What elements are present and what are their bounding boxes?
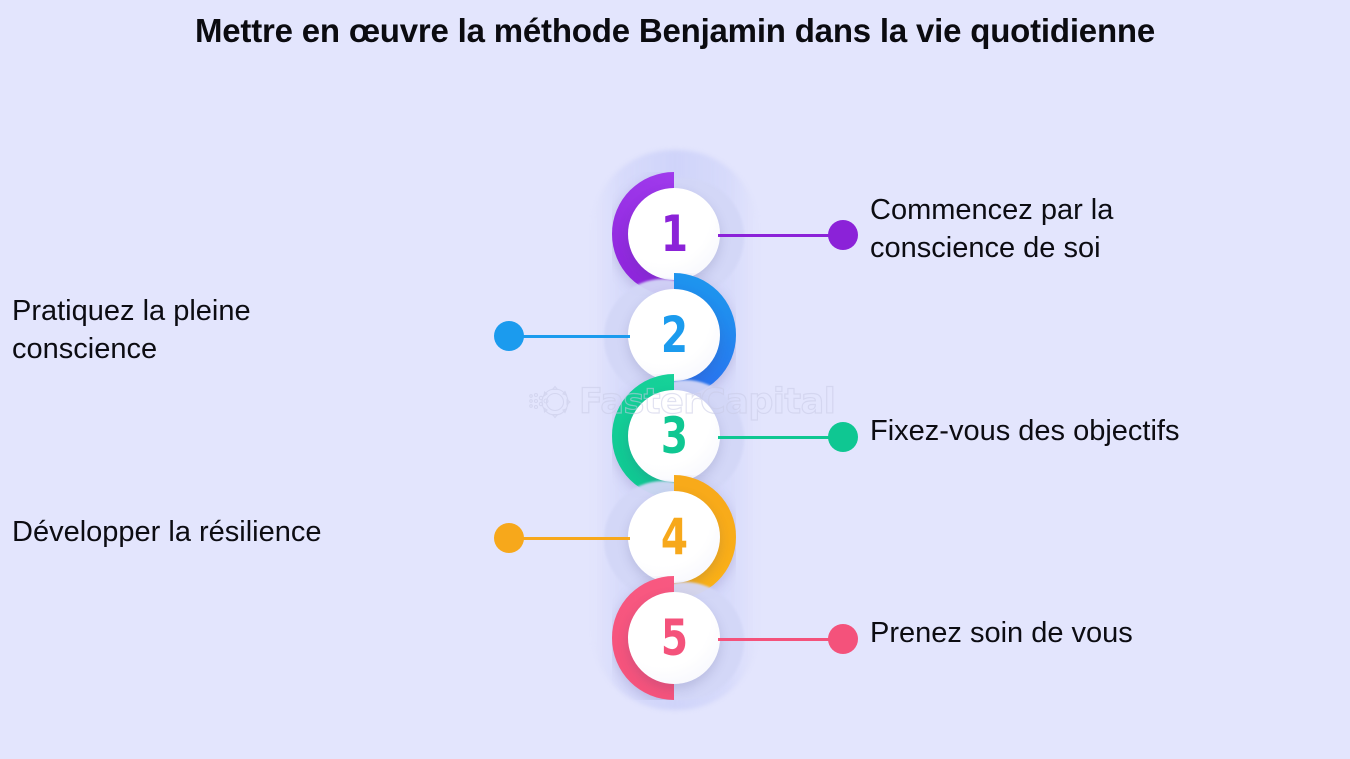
step-node-5[interactable]: 5 bbox=[612, 576, 744, 700]
step-label-5: Prenez soin de vous bbox=[870, 616, 1133, 649]
step-node-4[interactable]: 4 bbox=[604, 475, 736, 599]
step-disc: 4 bbox=[628, 491, 720, 583]
step-disc: 3 bbox=[628, 390, 720, 482]
step-node-3[interactable]: 3 bbox=[612, 374, 744, 498]
step-label-2: Pratiquez la pleine conscience bbox=[12, 294, 251, 366]
step-disc: 5 bbox=[628, 592, 720, 684]
step-dot[interactable] bbox=[828, 220, 858, 250]
step-connector bbox=[494, 523, 630, 553]
step-connector bbox=[718, 422, 858, 452]
step-label-3: Fixez-vous des objectifs bbox=[870, 414, 1180, 447]
step-label-4: Développer la résilience bbox=[12, 515, 322, 548]
step-label-1: Commencez par la conscience de soi bbox=[870, 193, 1114, 265]
step-node-2[interactable]: 2 bbox=[604, 273, 736, 397]
page-title: Mettre en œuvre la méthode Benjamin dans… bbox=[194, 12, 1156, 49]
step-number: 5 bbox=[660, 609, 688, 667]
step-number: 4 bbox=[660, 508, 688, 566]
step-number: 1 bbox=[660, 205, 688, 263]
step-disc: 2 bbox=[628, 289, 720, 381]
step-number: 3 bbox=[660, 407, 688, 465]
step-dot[interactable] bbox=[828, 422, 858, 452]
step-connector bbox=[494, 321, 630, 351]
step-node-1[interactable]: 1 bbox=[612, 172, 744, 296]
step-dot[interactable] bbox=[494, 321, 524, 351]
step-disc: 1 bbox=[628, 188, 720, 280]
step-number: 2 bbox=[660, 306, 688, 364]
gear-network-icon bbox=[529, 385, 571, 419]
step-connector bbox=[718, 220, 858, 250]
step-dot[interactable] bbox=[828, 624, 858, 654]
step-dot[interactable] bbox=[494, 523, 524, 553]
step-connector bbox=[718, 624, 858, 654]
